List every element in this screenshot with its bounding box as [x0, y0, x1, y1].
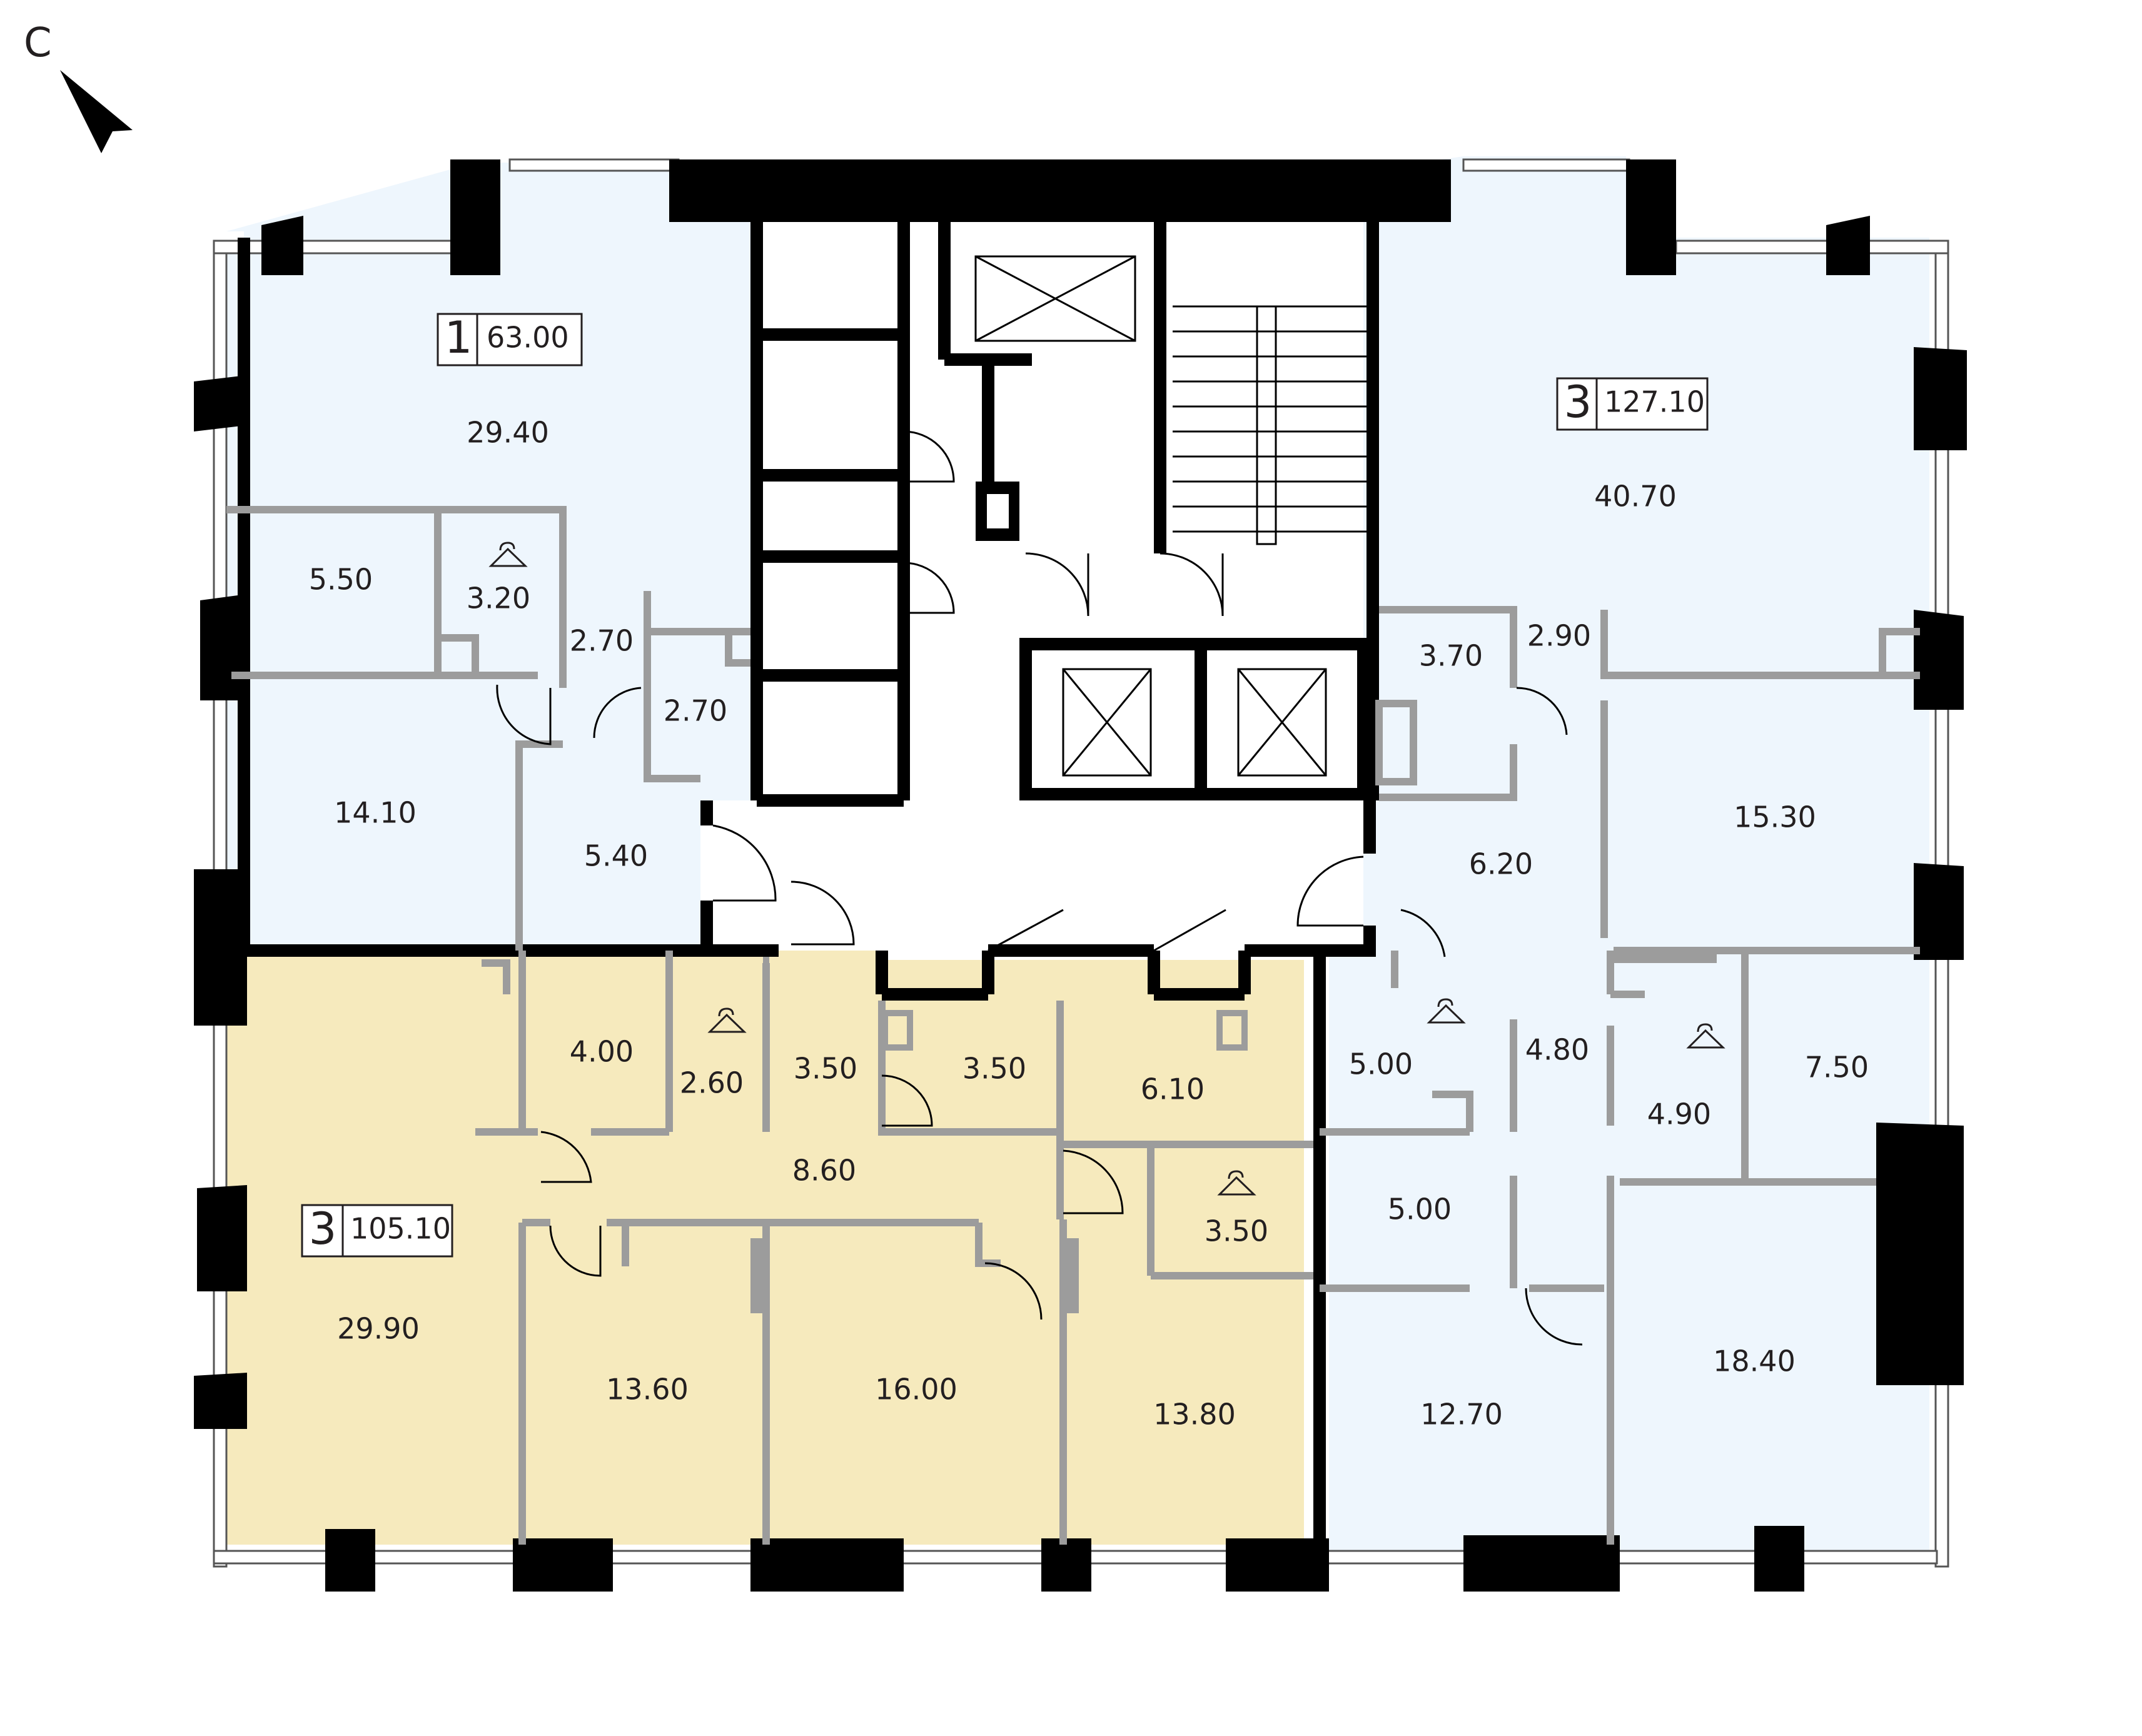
room-area-label: 2.70: [664, 694, 727, 728]
room-area-label: 13.80: [1153, 1398, 1236, 1431]
room-area-label: 3.20: [467, 582, 530, 615]
room-area-label: 7.50: [1805, 1051, 1869, 1084]
room-area-label: 16.00: [875, 1373, 957, 1406]
door-swing-icon: [593, 687, 642, 739]
room-area-label: 29.90: [337, 1312, 420, 1346]
apartment-3-room-labels: 4.00 2.60 3.50 3.50 6.10 8.60 3.50 29.90…: [337, 1035, 1268, 1431]
room-area-label: 8.60: [792, 1154, 856, 1188]
room-area-label: 2.60: [680, 1066, 744, 1100]
apartment-2-area: [1329, 156, 1929, 1560]
apartment-number: 3: [1564, 376, 1592, 428]
wardrobe-hanger-icon: [1217, 1170, 1256, 1196]
apartment-total-area: 127.10: [1604, 385, 1705, 419]
door-swing-icon: [791, 881, 855, 946]
core-walls: [700, 216, 1379, 957]
door-swing-icon: [540, 1131, 592, 1183]
door-swing-icon: [881, 1074, 933, 1127]
door-swing-icon: [903, 562, 955, 614]
room-area-label: 6.10: [1141, 1072, 1205, 1106]
door-swing-icon: [1400, 909, 1446, 957]
room-area-label: 4.00: [570, 1035, 634, 1069]
door-swing-icon: [549, 1225, 602, 1277]
door-swing-icon: [712, 824, 777, 902]
apartment-1-room-labels: 29.40 5.50 3.20 2.70 2.70 14.10 5.40: [309, 416, 727, 873]
apartment-1-badge: 1 63.00: [437, 312, 583, 366]
room-area-label: 4.90: [1647, 1098, 1711, 1131]
room-area-label: 6.20: [1469, 847, 1533, 881]
door-swing-icon: [1525, 1288, 1583, 1346]
door-swing-icon: [1516, 687, 1568, 735]
facade-columns: [194, 159, 1967, 1592]
room-area-label: 4.80: [1525, 1033, 1589, 1067]
apartment-number: 1: [445, 312, 473, 363]
wardrobe-hanger-icon: [1427, 998, 1466, 1024]
wardrobe-hanger-icon: [488, 542, 528, 567]
door-swing-icon: [1159, 552, 1224, 617]
room-area-label: 2.90: [1527, 619, 1591, 653]
apartment-2-badge: 3 127.10: [1556, 376, 1709, 431]
room-area-label: 2.70: [570, 624, 634, 658]
door-swing-icon: [1296, 855, 1364, 927]
door-swing-icon: [1025, 552, 1089, 617]
apartment-boundary-walls: [238, 238, 1367, 1545]
room-area-label: 5.40: [584, 839, 648, 873]
room-area-label: 3.50: [962, 1052, 1026, 1086]
staircase-icon: [1173, 305, 1367, 545]
door-swing-icon: [984, 1262, 1043, 1320]
door-swing-icon: [903, 430, 955, 483]
north-arrow-icon: [60, 70, 133, 153]
wardrobe-hanger-icon: [707, 1007, 747, 1033]
room-area-label: 5.50: [309, 563, 373, 597]
doors: [496, 430, 1583, 1346]
apartment-total-area: 63.00: [487, 321, 569, 355]
room-area-label: 14.10: [334, 796, 417, 830]
apartment-number: 3: [309, 1203, 337, 1254]
apartment-total-area: 105.10: [350, 1212, 451, 1246]
room-area-label: 5.00: [1388, 1193, 1452, 1226]
apartment-1-area-left: [225, 241, 475, 947]
room-area-label: 3.50: [794, 1052, 857, 1086]
room-area-label: 15.30: [1734, 800, 1816, 834]
wardrobe-hanger-icon: [1686, 1023, 1725, 1049]
room-area-label: 5.00: [1349, 1047, 1413, 1081]
room-area-label: 3.50: [1205, 1214, 1268, 1248]
door-swing-icon: [496, 684, 552, 745]
apartment-2-room-labels: 40.70 3.70 2.90 15.30 6.20 5.00 4.80 4.9…: [1349, 480, 1869, 1431]
room-area-label: 13.60: [606, 1373, 689, 1406]
room-area-label: 12.70: [1420, 1398, 1503, 1431]
apartment-3-badge: 3 105.10: [301, 1203, 453, 1258]
room-area-label: 18.40: [1713, 1345, 1796, 1378]
room-area-label: 29.40: [467, 416, 549, 450]
room-area-label: 3.70: [1419, 639, 1483, 673]
room-area-label: 40.70: [1594, 480, 1677, 513]
elevator-shaft-icon: [974, 255, 1327, 777]
door-swing-icon: [1063, 1149, 1124, 1214]
north-label: С: [24, 20, 52, 66]
